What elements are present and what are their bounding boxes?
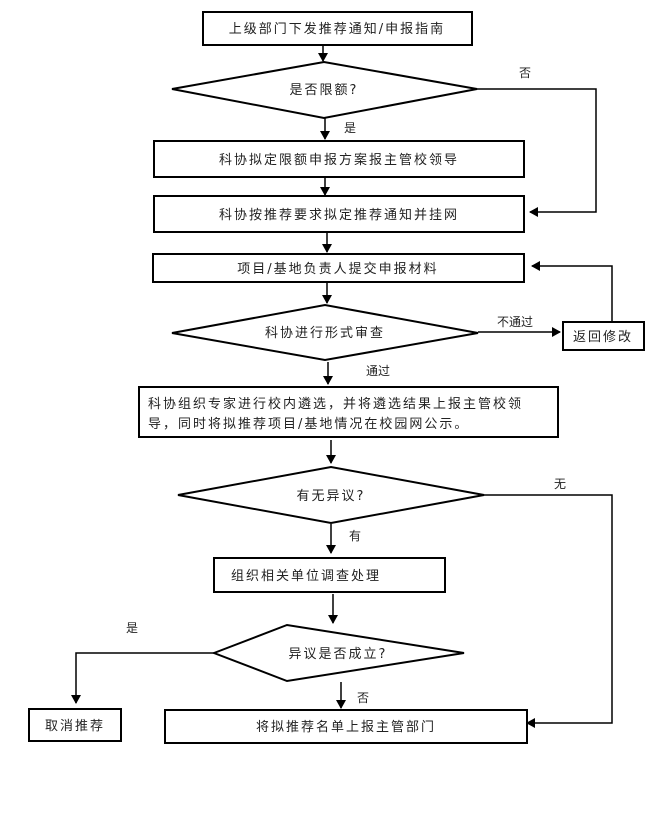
quota-decision-diamond	[171, 60, 478, 120]
label-valid-no: 否	[357, 691, 369, 705]
investigate-box	[213, 557, 446, 593]
start-box	[202, 11, 473, 46]
submit-text: 项目/基地负责人提交申报材料	[237, 261, 438, 277]
cancel-text: 取消推荐	[45, 719, 105, 734]
edge-return-to-submit	[531, 261, 613, 322]
edge-valid-yes	[71, 652, 214, 704]
report-text: 将拟推荐名单上报主管部门	[256, 719, 436, 735]
connectors	[71, 45, 613, 728]
objection-decision-diamond	[177, 465, 485, 525]
expert-select-text-line2: 导，同时将拟推荐项目/基地情况在校园网公示。	[148, 416, 469, 432]
label-quota-no: 否	[519, 66, 531, 80]
notice-box	[153, 195, 525, 233]
label-objection-has: 有	[349, 529, 361, 543]
edge-objection-none	[484, 494, 613, 728]
start-text: 上级部门下发推荐通知/申报指南	[229, 21, 445, 37]
expert-select-box	[138, 386, 559, 438]
label-quota-yes: 是	[344, 121, 356, 135]
investigate-text: 组织相关单位调查处理	[231, 569, 381, 584]
label-review-pass: 通过	[366, 364, 390, 378]
objection-decision-text: 有无异议?	[297, 489, 366, 504]
form-review-diamond	[171, 303, 479, 362]
return-modify-text: 返回修改	[573, 330, 633, 345]
notice-text: 科协按推荐要求拟定推荐通知并挂网	[219, 207, 459, 223]
form-review-text: 科协进行形式审查	[265, 326, 385, 341]
submit-box	[152, 253, 525, 283]
label-review-fail: 不通过	[497, 315, 533, 329]
quota-plan-box	[153, 140, 525, 178]
cancel-box	[28, 708, 122, 742]
report-box	[164, 709, 528, 744]
objection-valid-text: 异议是否成立?	[289, 647, 388, 662]
objection-valid-diamond	[211, 623, 465, 683]
label-objection-none: 无	[554, 477, 566, 491]
edge-quota-no	[477, 88, 597, 217]
label-valid-yes: 是	[126, 621, 138, 635]
quota-plan-text: 科协拟定限额申报方案报主管校领导	[219, 152, 459, 168]
return-modify-box	[562, 321, 645, 351]
expert-select-text-line1: 科协组织专家进行校内遴选，并将遴选结果上报主管校领	[148, 396, 523, 412]
quota-decision-text: 是否限额?	[290, 83, 359, 98]
